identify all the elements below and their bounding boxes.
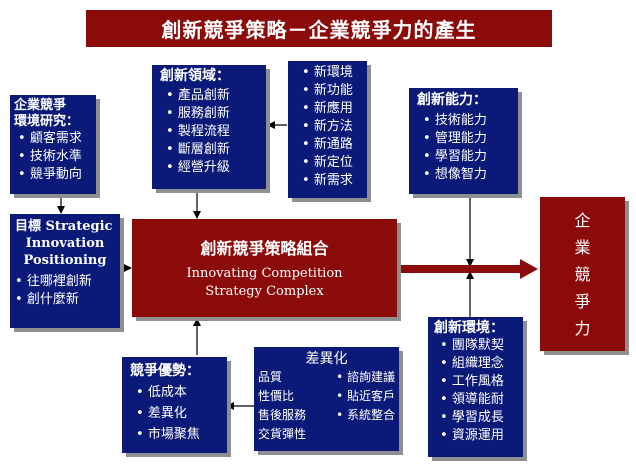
list-item: 服務創新	[166, 105, 258, 123]
capability-heading: 創新能力：	[417, 92, 487, 108]
differentiation-col2: 諮詢建議 貼近客戶 系統整合	[336, 368, 395, 444]
list-item: 新定位	[302, 154, 361, 172]
list-item: 系統整合	[336, 406, 395, 425]
list-item: 市場聚焦	[136, 424, 219, 445]
list-item: 領導能耐	[440, 391, 517, 409]
big-arrow-to-competitiveness	[397, 259, 538, 279]
competitiveness-box: 企 業 競 爭 力	[540, 197, 625, 351]
advantage-heading: 競爭優勢：	[130, 363, 200, 379]
list-item: 新環境	[302, 64, 361, 82]
environment-box: 創新環境： 團隊默契 組織理念 工作風格 領導能耐 學習成長 資源運用	[428, 317, 523, 457]
list-item: 往哪裡創新	[15, 273, 115, 291]
goal-heading: 目標 Strategic	[15, 218, 115, 235]
list-item: 新功能	[302, 82, 361, 100]
goal-box: 目標 Strategic Innovation Positioning 往哪裡創…	[10, 214, 120, 328]
list-item: 貼近客戶	[336, 387, 395, 406]
list-item: 產品創新	[166, 87, 258, 105]
domains-heading: 創新領域：	[160, 68, 230, 84]
list-item: 差異化	[136, 403, 219, 424]
list-item: 團隊默契	[440, 337, 517, 355]
list-item: 新方法	[302, 118, 361, 136]
goal-heading-en3: Positioning	[23, 253, 107, 268]
differentiation-box: 差異化 品質 性價比 售後服務 交貨彈性 諮詢建議 貼近客戶 系統整合	[254, 347, 399, 451]
goal-heading-cn: 目標	[15, 219, 42, 234]
strategy-complex-title-cn: 創新競爭策略組合	[200, 239, 329, 258]
competitiveness-char: 爭	[574, 291, 591, 311]
list-item: 資源運用	[440, 427, 517, 445]
page-title-text: 創新競爭策略－企業競爭力的產生	[161, 18, 477, 42]
advantage-list: 低成本 差異化 市場聚焦	[136, 382, 219, 445]
env-research-box: 企業競爭 環境研究： 顧客需求 技術水準 競爭動向	[10, 95, 96, 194]
environment-heading: 創新環境：	[434, 320, 504, 336]
strategy-complex-title-en2: Strategy Complex	[205, 284, 324, 299]
advantage-box: 競爭優勢： 低成本 差異化 市場聚焦	[122, 357, 227, 453]
goal-heading-en2: Innovation	[25, 236, 105, 251]
list-item: 創什麼新	[15, 291, 115, 309]
goal-heading-en1: Strategic	[45, 219, 113, 234]
list-item: 品質	[258, 370, 283, 384]
list-item: 經營升級	[166, 159, 258, 177]
goal-list: 往哪裡創新 創什麼新	[15, 273, 115, 309]
list-item: 交貨彈性	[258, 427, 307, 441]
list-item: 新需求	[302, 172, 361, 190]
new-items-box: 新環境 新功能 新應用 新方法 新通路 新定位 新需求	[288, 61, 367, 198]
competitiveness-char: 業	[574, 237, 591, 257]
competitiveness-char: 力	[574, 318, 591, 338]
differentiation-columns: 品質 性價比 售後服務 交貨彈性 諮詢建議 貼近客戶 系統整合	[258, 368, 395, 444]
differentiation-col1: 品質 性價比 售後服務 交貨彈性	[258, 368, 306, 444]
capability-list: 技術能力 管理能力 學習能力 想像智力	[423, 112, 510, 184]
list-item: 新通路	[302, 136, 361, 154]
env-research-list: 顧客需求 技術水準 競爭動向	[18, 130, 92, 184]
competitiveness-char: 競	[574, 264, 591, 284]
list-item: 低成本	[136, 382, 219, 403]
page-title: 創新競爭策略－企業競爭力的產生	[86, 10, 552, 47]
list-item: 製程流程	[166, 123, 258, 141]
list-item: 諮詢建議	[336, 368, 395, 387]
env-research-heading: 企業競爭 環境研究：	[14, 98, 80, 129]
domains-box: 創新領域： 產品創新 服務創新 製程流程 斷層創新 經營升級	[152, 65, 266, 189]
strategy-complex-title-en1: Innovating Competition	[186, 266, 343, 281]
list-item: 性價比	[258, 389, 295, 403]
list-item: 學習能力	[423, 148, 510, 166]
list-item: 售後服務	[258, 408, 307, 422]
list-item: 顧客需求	[18, 130, 92, 148]
list-item: 想像智力	[423, 166, 510, 184]
environment-list: 團隊默契 組織理念 工作風格 領導能耐 學習成長 資源運用	[440, 337, 517, 445]
competitiveness-char: 企	[574, 210, 591, 230]
list-item: 工作風格	[440, 373, 517, 391]
list-item: 技術能力	[423, 112, 510, 130]
list-item: 管理能力	[423, 130, 510, 148]
list-item: 新應用	[302, 100, 361, 118]
domains-list: 產品創新 服務創新 製程流程 斷層創新 經營升級	[166, 87, 258, 177]
differentiation-heading: 差異化	[305, 351, 348, 367]
list-item: 斷層創新	[166, 141, 258, 159]
list-item: 學習成長	[440, 409, 517, 427]
list-item: 組織理念	[440, 355, 517, 373]
list-item: 競爭動向	[18, 166, 92, 184]
capability-box: 創新能力： 技術能力 管理能力 學習能力 想像智力	[409, 88, 518, 194]
strategy-complex-box: 創新競爭策略組合 Innovating Competition Strategy…	[132, 219, 397, 317]
list-item: 技術水準	[18, 148, 92, 166]
new-items-list: 新環境 新功能 新應用 新方法 新通路 新定位 新需求	[302, 64, 361, 190]
